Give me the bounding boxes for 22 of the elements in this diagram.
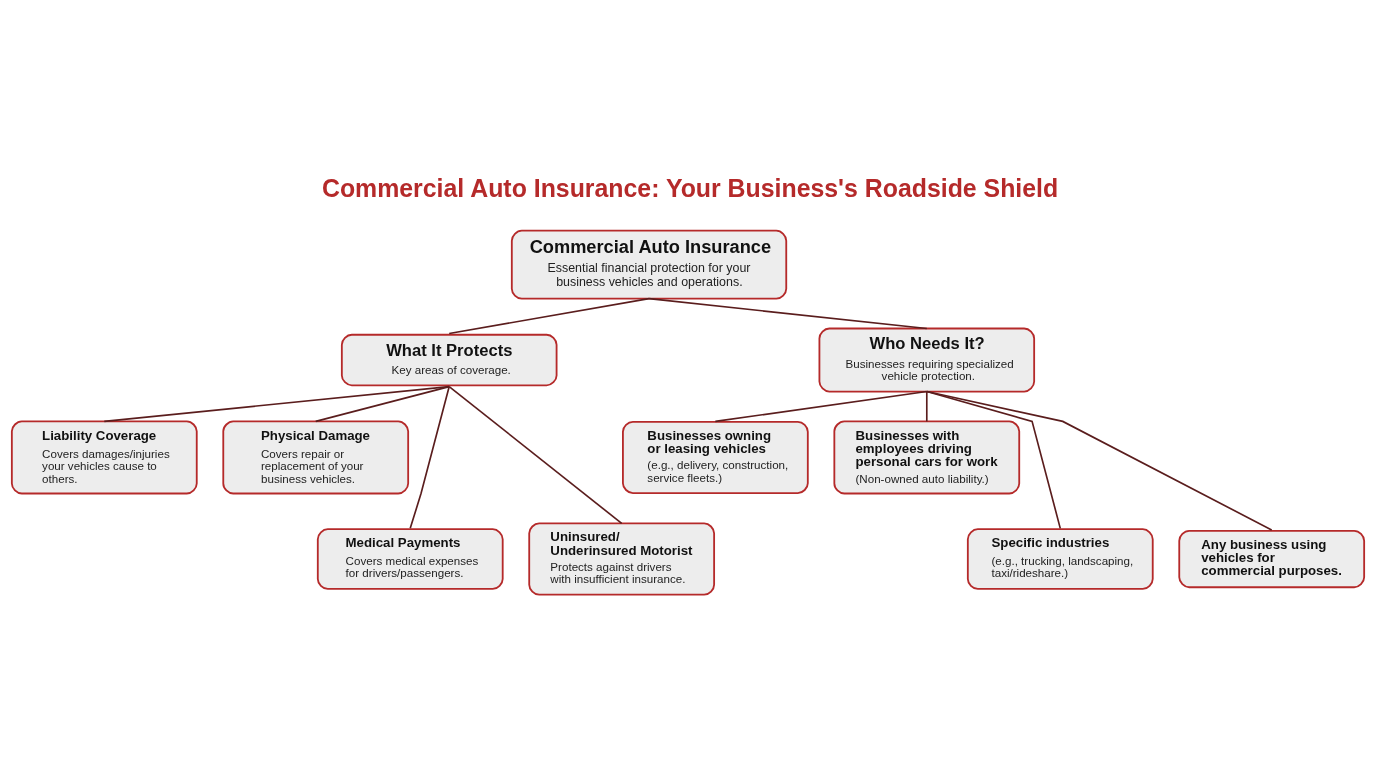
connector [648, 297, 928, 329]
connector [103, 385, 451, 422]
connector [448, 297, 650, 334]
node-box: What It Protects Key areas of coverage. [340, 333, 558, 386]
node-box: Physical Damage Covers repair or replacement of your business vehicles. [222, 420, 410, 494]
node-box: Businesses with employees driving personal cars for work (Non-owned auto liability.) [833, 420, 1021, 494]
node-box: Liability Coverage Covers damages/injuries your vehicles cause to others. [10, 420, 198, 494]
node-box: Uninsured/ Underinsured Motorist Protects against drivers with insufficient insurance. [528, 521, 716, 596]
node-box: Who Needs It? Businesses requiring specialized vehicle protection. [818, 327, 1036, 392]
connector [925, 390, 1273, 531]
node-box: Commercial Auto Insurance Essential financial protection for your business vehicles and operations. [510, 229, 788, 300]
connector [409, 385, 451, 529]
diagram-title: Commercial Auto Insurance: Your Business's Roadside Shield [321, 173, 1059, 202]
connector [925, 390, 1062, 529]
node-box: Medical Payments Covers medical expenses for drivers/passengers. [316, 527, 504, 590]
connector [448, 385, 623, 524]
connector [714, 390, 928, 422]
node-box: Any business using vehicles for commercial purposes. [1178, 529, 1366, 588]
node-box: Businesses owning or leasing vehicles (e.g., delivery, construction, service fleets.) [622, 420, 809, 494]
node-box: Specific industries (e.g., trucking, landscaping, taxi/rideshare.) [966, 527, 1154, 590]
connector [314, 385, 451, 422]
connector [925, 390, 928, 422]
